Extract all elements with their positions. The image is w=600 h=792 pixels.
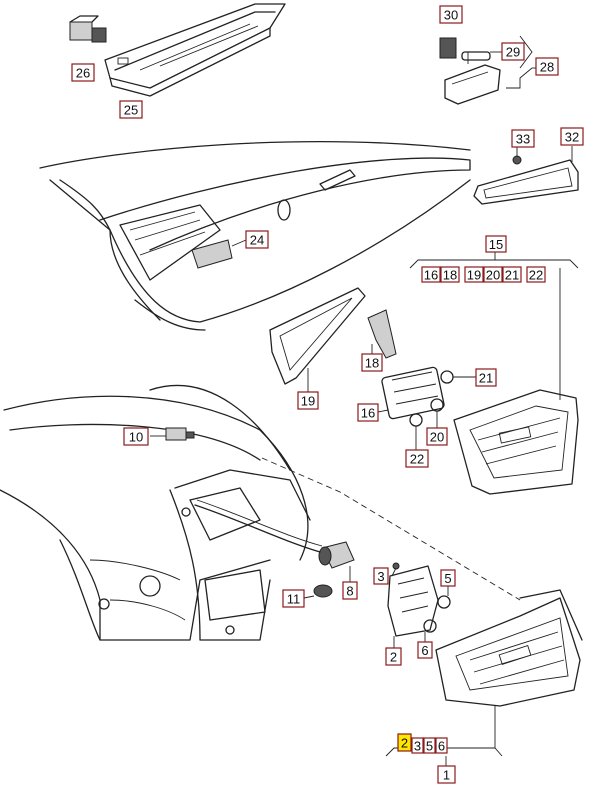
callout-18[interactable]: 18 [361,353,383,372]
svg-text:16: 16 [361,406,375,421]
svg-text:16: 16 [424,268,438,283]
svg-text:11: 11 [287,592,301,607]
svg-text:24: 24 [250,233,264,248]
callout-21[interactable]: 21 [475,368,497,387]
svg-text:1: 1 [443,768,450,783]
lamp-holder-drawing [439,37,501,105]
callout-22[interactable]: 22 [405,449,429,468]
callout-3-group[interactable]: 3 [411,737,424,754]
svg-text:32: 32 [565,130,579,145]
callout-25[interactable]: 25 [119,100,143,119]
svg-text:20: 20 [430,430,444,445]
callout-19[interactable]: 19 [297,391,319,410]
bulb-carrier-upper-drawing [367,309,476,450]
svg-text:18: 18 [365,356,379,371]
callout-10[interactable]: 10 [123,427,149,446]
svg-text:21: 21 [505,268,519,283]
callout-1[interactable]: 1 [437,765,456,784]
svg-text:3: 3 [414,739,421,754]
svg-text:19: 19 [467,268,481,283]
trunk-lid-drawing [39,141,471,331]
svg-text:30: 30 [444,8,458,23]
svg-text:8: 8 [346,584,353,599]
seal-19-drawing [269,287,366,392]
bulb-10-drawing [150,427,195,441]
svg-text:22: 22 [410,452,424,467]
svg-text:5: 5 [426,739,433,754]
callout-24[interactable]: 24 [245,230,269,249]
bulb-carrier-lower-drawing [387,562,451,648]
callout-11[interactable]: 11 [282,589,305,608]
callout-2-highlighted[interactable]: 2 [397,733,412,752]
callout-6-group[interactable]: 6 [435,737,448,754]
callout-5[interactable]: 5 [440,569,456,587]
svg-text:20: 20 [486,268,500,283]
svg-text:2: 2 [390,650,397,665]
callout-32[interactable]: 32 [560,127,584,146]
svg-text:10: 10 [129,430,143,445]
svg-text:29: 29 [506,45,520,60]
callout-5-group[interactable]: 5 [423,737,436,754]
svg-text:33: 33 [516,132,530,147]
svg-text:25: 25 [124,103,138,118]
callout-29[interactable]: 29 [501,42,525,61]
callout-21-group[interactable]: 21 [502,266,522,283]
svg-text:6: 6 [438,739,445,754]
grommet-11-drawing [303,584,333,599]
callout-8[interactable]: 8 [342,581,358,600]
callout-20-group[interactable]: 20 [483,266,503,283]
callout-33[interactable]: 33 [511,129,535,148]
body-side-panel-drawing [0,384,311,641]
reflector-drawing [473,146,579,205]
outer-tail-light-drawing [435,589,583,707]
svg-text:22: 22 [529,268,543,283]
svg-text:18: 18 [443,268,457,283]
svg-text:19: 19 [301,394,315,409]
connector-26-drawing [69,15,107,43]
callout-28[interactable]: 28 [535,57,559,76]
callout-16[interactable]: 16 [357,403,379,422]
callout-15[interactable]: 15 [485,235,507,253]
license-plate-trim-drawing [104,3,286,97]
svg-text:6: 6 [421,643,428,658]
svg-text:15: 15 [489,237,503,252]
callout-19-group[interactable]: 19 [464,266,484,283]
callout-22-group[interactable]: 22 [526,266,546,283]
svg-text:28: 28 [540,60,554,75]
svg-text:2: 2 [401,736,408,751]
callout-16-group[interactable]: 16 [421,266,441,283]
connector-8-drawing [318,541,355,582]
callout-30[interactable]: 30 [439,5,463,24]
svg-text:5: 5 [444,571,451,586]
wiring-harness-drawing [194,499,323,553]
callout-18-group[interactable]: 18 [440,266,460,283]
callout-6[interactable]: 6 [417,641,433,659]
inner-tail-light-drawing [453,389,579,495]
callout-26[interactable]: 26 [71,63,95,82]
svg-text:3: 3 [377,569,384,584]
callout-3[interactable]: 3 [373,567,389,585]
callout-20[interactable]: 20 [426,427,448,446]
svg-text:21: 21 [479,371,493,386]
callout-2[interactable]: 2 [385,647,402,666]
svg-text:26: 26 [76,66,90,81]
